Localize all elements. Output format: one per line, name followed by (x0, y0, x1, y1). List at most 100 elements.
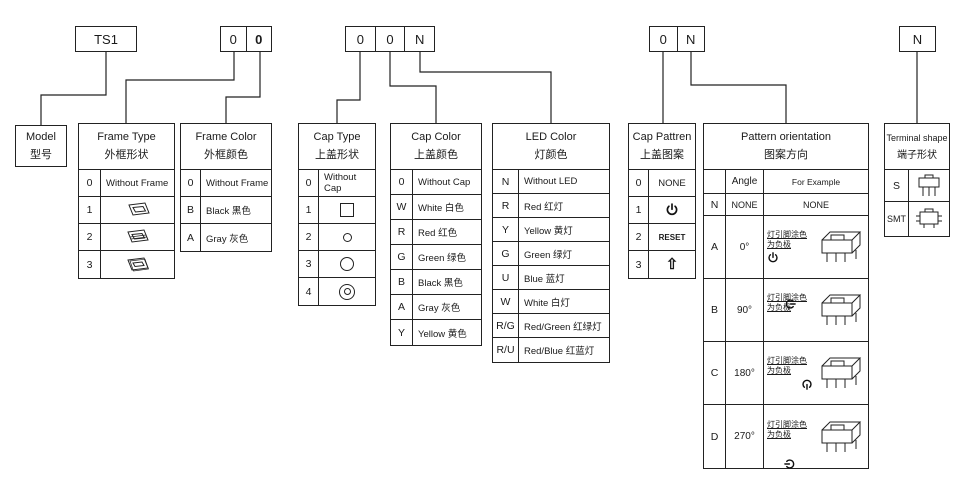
frame-color-title-en: Frame Color (195, 131, 257, 143)
row-code: C (704, 342, 726, 404)
frame-type-title-en: Frame Type (97, 131, 156, 143)
cap-type-title-zh: 上盖形状 (315, 149, 359, 161)
row-label: Red 红灯 (524, 201, 564, 213)
power-icon-rotated-90 (784, 298, 796, 344)
model-code-box: TS1 (75, 26, 137, 52)
row-label: Without Cap (418, 176, 471, 188)
row-label: Green 绿灯 (524, 249, 573, 261)
row-code: B (704, 279, 726, 341)
power-icon-rotated-180 (767, 378, 813, 390)
table-row: 3 (79, 251, 174, 278)
row-label: Without Cap (324, 172, 357, 194)
row-label: Gray 灰色 (206, 233, 249, 245)
pattern-code-box: 0 N (649, 26, 705, 52)
row-code: 3 (629, 251, 649, 278)
terminal-shape-title-zh: 端子形状 (897, 149, 937, 161)
row-code: 1 (629, 197, 649, 223)
row-code: N (704, 194, 726, 215)
row-code: 2 (79, 224, 101, 250)
cap-pattern-header: Cap Pattren 上盖图案 (629, 124, 695, 170)
row-code: R/U (493, 338, 519, 362)
example-column-header: For Example (791, 176, 841, 187)
row-label: RESET (658, 232, 686, 242)
table-row: 2 RESET (629, 224, 695, 251)
row-angle: 270° (726, 405, 764, 468)
row-label: White 白色 (418, 203, 464, 214)
table-row: R Red 红色 (391, 220, 481, 245)
row-label: NONE (658, 177, 686, 189)
table-row: B Black 黑色 (391, 270, 481, 295)
small-circle-cap-icon (319, 224, 375, 250)
angle-column-header: Angle (726, 170, 764, 193)
row-code: R (391, 220, 413, 244)
table-row: G Green 绿色 (391, 245, 481, 270)
frame-color-table: Frame Color 外框颜色 0 Without Frame B Black… (180, 123, 272, 252)
table-row: R/G Red/Green 红绿灯 (493, 314, 609, 338)
table-row: N NONE NONE (704, 194, 868, 216)
row-label: Blue 蓝灯 (524, 273, 565, 285)
cap-color-table: Cap Color 上盖颜色 0 Without Cap W White 白色 … (390, 123, 482, 346)
table-row: R Red 红灯 (493, 194, 609, 218)
negative-pin-note: 灯引脚涂色为负极 (767, 293, 807, 312)
row-code: 0 (79, 170, 101, 196)
row-code: 0 (181, 170, 201, 196)
row-code: W (493, 290, 519, 313)
terminal-digit: N (912, 31, 923, 47)
table-row: Y Yellow 黄色 (391, 320, 481, 345)
cap-pattern-title-en: Cap Pattren (632, 131, 692, 143)
row-code: B (391, 270, 413, 294)
row-code: 0 (299, 170, 319, 196)
table-row: SMT (885, 202, 949, 236)
table-row: 0 Without Frame (181, 170, 271, 197)
pattern-orientation-table: Pattern orientation 图案方向 Angle For Examp… (703, 123, 869, 469)
row-label: Without Frame (206, 177, 269, 189)
table-row: 0 Without Cap (391, 170, 481, 195)
row-code: 4 (299, 278, 319, 305)
pattern-orientation-subheader: Angle For Example (704, 170, 868, 194)
table-row: 0 Without Cap (299, 170, 375, 197)
square-cap-icon (319, 197, 375, 223)
row-code: 1 (299, 197, 319, 223)
circle-cap-icon (319, 251, 375, 277)
table-row: 0 Without Frame (79, 170, 174, 197)
row-angle: 180° (726, 342, 764, 404)
cap-type-title-en: Cap Type (313, 131, 361, 143)
row-code: 0 (629, 170, 649, 196)
switch-illustration (821, 421, 862, 452)
row-code: R/G (493, 314, 519, 337)
cap-pattern-table: Cap Pattren 上盖图案 0 NONE 1 2 RESET 3 ⇧ (628, 123, 696, 279)
switch-illustration (821, 231, 862, 262)
row-code: A (704, 216, 726, 278)
table-row: 2 (299, 224, 375, 251)
row-angle: 90° (726, 279, 764, 341)
table-row: 4 (299, 278, 375, 305)
table-row: W White 白灯 (493, 290, 609, 314)
cap-code-box: 0 0 N (345, 26, 435, 52)
row-label: Yellow 黄灯 (524, 225, 573, 237)
cap-pattern-title-zh: 上盖图案 (640, 149, 684, 161)
frame-style-2-icon (101, 224, 174, 250)
row-label: Black 黑色 (418, 278, 463, 289)
table-row: A 0° 灯引脚涂色为负极 (704, 216, 868, 279)
row-code: S (885, 170, 909, 201)
row-example: NONE (802, 199, 829, 210)
table-row: W White 白色 (391, 195, 481, 220)
orientation-digit: N (686, 31, 696, 47)
led-color-header: LED Color 灯颜色 (493, 124, 609, 170)
terminal-shape-title-en: Terminal shape (886, 132, 948, 143)
cap-pattern-digit: 0 (650, 27, 678, 51)
frame-style-1-icon (101, 197, 174, 223)
row-code: 2 (629, 224, 649, 250)
table-row: A Gray 灰色 (181, 224, 271, 251)
row-code: 0 (391, 170, 413, 194)
model-code: TS1 (94, 31, 118, 47)
cap-type-header: Cap Type 上盖形状 (299, 124, 375, 170)
row-code: D (704, 405, 726, 468)
table-row: R/U Red/Blue 红蓝灯 (493, 338, 609, 362)
double-circle-cap-icon (319, 278, 375, 305)
model-title-zh: 型号 (30, 148, 52, 161)
table-row: 3 ⇧ (629, 251, 695, 278)
orientation-example-90: 灯引脚涂色为负极 (764, 279, 868, 341)
pattern-orientation-title-en: Pattern orientation (741, 131, 831, 143)
row-label: White 白灯 (524, 297, 570, 309)
